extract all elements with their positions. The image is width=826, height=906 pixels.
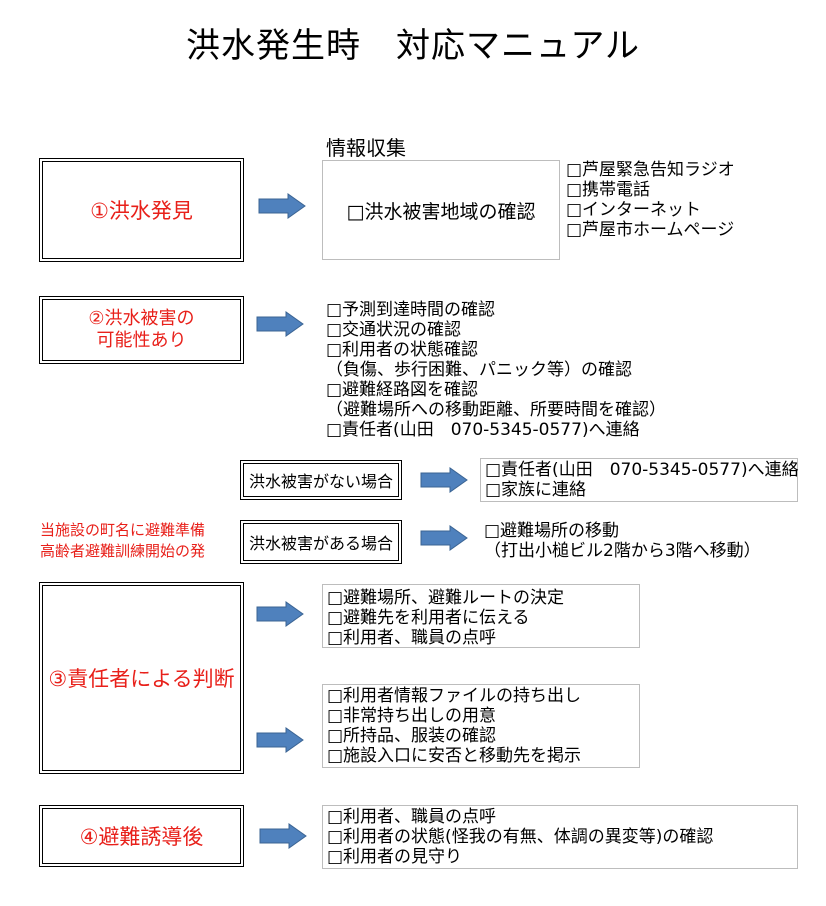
damage-item: （打出小槌ビル2階から3階へ移動）: [484, 541, 761, 561]
step2-item: □交通状況の確認: [326, 320, 462, 340]
damage-item: □避難場所の移動: [484, 521, 620, 541]
no-damage-box: 洪水被害がない場合: [240, 460, 402, 500]
step4-item: □利用者、職員の点呼: [327, 807, 497, 827]
step2-item: （負傷、歩行困難、パニック等）の確認: [326, 360, 632, 380]
step2-label-line2: 可能性あり: [96, 330, 187, 351]
step3-group1-box: □避難場所、避難ルートの決定 □避難先を利用者に伝える □利用者、職員の点呼: [322, 584, 640, 648]
side-note-line1: 当施設の町名に避難準備: [40, 521, 206, 539]
no-damage-items-box: □責任者(山田 070-5345-0577)へ連絡 □家族に連絡: [480, 458, 799, 502]
damage-label: 洪水被害がある場合: [248, 534, 393, 553]
step1-box: ①洪水発見: [39, 158, 244, 262]
damage-box: 洪水被害がある場合: [240, 520, 402, 564]
step2-label-line1: ②洪水被害の: [88, 308, 195, 329]
no-damage-item: □家族に連絡: [485, 480, 587, 500]
step2-item: □避難経路図を確認: [326, 380, 479, 400]
step3-group2-box: □利用者情報ファイルの持ち出し □非常持ち出しの用意 □所持品、服装の確認 □施…: [322, 684, 640, 768]
step3-box: ③責任者による判断: [39, 582, 244, 774]
step4-label: ④避難誘導後: [79, 825, 204, 849]
step3-group1-item: □避難先を利用者に伝える: [327, 608, 530, 628]
step4-arrow-icon: [259, 823, 307, 849]
info-sources-list: □芦屋緊急告知ラジオ □携帯電話 □インターネット □芦屋市ホームページ: [566, 160, 735, 240]
step2-item: □予測到達時間の確認: [326, 300, 496, 320]
no-damage-label: 洪水被害がない場合: [248, 472, 393, 491]
info-source-item: □携帯電話: [566, 180, 651, 200]
step3-group2-item: □非常持ち出しの用意: [327, 706, 497, 726]
step4-box: ④避難誘導後: [39, 805, 244, 867]
info-source-item: □芦屋市ホームページ: [566, 220, 735, 240]
info-source-item: □インターネット: [566, 200, 702, 220]
step3-arrow1-icon: [256, 601, 304, 627]
side-note: 当施設の町名に避難準備 高齢者避難訓練開始の発: [40, 520, 236, 562]
step4-items-box: □利用者、職員の点呼 □利用者の状態(怪我の有無、体調の異変等)の確認 □利用者…: [322, 805, 798, 869]
step4-item: □利用者の状態(怪我の有無、体調の異変等)の確認: [327, 827, 714, 847]
info-heading: 情報収集: [326, 136, 406, 160]
step1-check: □洪水被害地域の確認: [346, 200, 536, 223]
step3-group2-item: □所持品、服装の確認: [327, 726, 497, 746]
step2-item: （避難場所への移動距離、所要時間を確認）: [326, 400, 666, 420]
step2-item: □利用者の状態確認: [326, 340, 479, 360]
step1-label: ①洪水発見: [90, 199, 193, 223]
no-damage-arrow-icon: [420, 467, 468, 493]
step2-item: □責任者(山田 070-5345-0577)へ連絡: [326, 420, 640, 440]
info-source-item: □芦屋緊急告知ラジオ: [566, 160, 735, 180]
step3-arrow2-icon: [256, 727, 304, 753]
page-title: 洪水発生時 対応マニュアル: [186, 26, 640, 66]
step3-group2-item: □利用者情報ファイルの持ち出し: [327, 686, 582, 706]
no-damage-item: □責任者(山田 070-5345-0577)へ連絡: [485, 460, 799, 480]
step1-arrow-icon: [258, 193, 306, 219]
step1-check-box: □洪水被害地域の確認: [322, 160, 560, 260]
step2-arrow-icon: [256, 311, 304, 337]
step3-group2-item: □施設入口に安否と移動先を掲示: [327, 746, 582, 766]
damage-items-list: □避難場所の移動 （打出小槌ビル2階から3階へ移動）: [484, 521, 761, 561]
side-note-line2: 高齢者避難訓練開始の発: [40, 542, 206, 560]
step3-group1-item: □避難場所、避難ルートの決定: [327, 588, 565, 608]
step4-item: □利用者の見守り: [327, 847, 463, 867]
step2-items-list: □予測到達時間の確認 □交通状況の確認 □利用者の状態確認 （負傷、歩行困難、パ…: [326, 300, 666, 440]
step2-box: ②洪水被害の 可能性あり: [39, 296, 244, 364]
damage-arrow-icon: [420, 525, 468, 551]
step3-label: ③責任者による判断: [48, 667, 235, 691]
step3-group1-item: □利用者、職員の点呼: [327, 628, 497, 648]
